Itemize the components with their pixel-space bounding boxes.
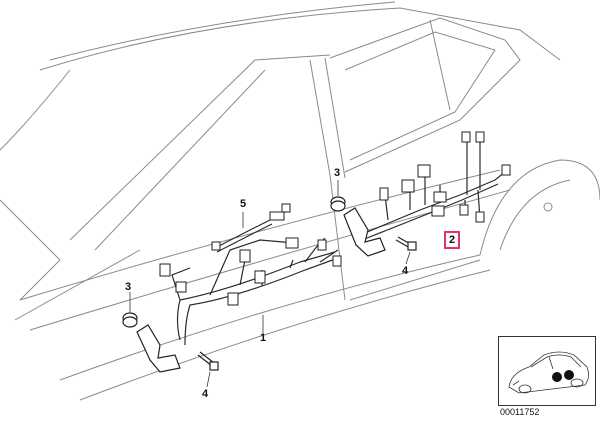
connectors — [159, 131, 511, 306]
callout-2-highlighted: 2 — [444, 231, 461, 249]
grommets — [122, 196, 346, 328]
screws — [197, 236, 417, 371]
callout-4-right: 4 — [402, 265, 409, 277]
callout-5: 5 — [240, 198, 247, 210]
callout-3-left: 3 — [125, 281, 132, 293]
callout-1: 1 — [260, 332, 267, 344]
car-thumbnail-icon — [508, 351, 589, 394]
vehicle-location-inset — [498, 336, 596, 406]
reference-number: 00011752 — [500, 407, 540, 417]
car-body-outline — [0, 1, 600, 401]
callout-4-left: 4 — [202, 388, 209, 400]
callout-3-right: 3 — [334, 167, 341, 179]
wiring-harness-1 — [171, 237, 339, 346]
leader-lines — [129, 180, 411, 388]
mounting-brackets — [136, 207, 386, 373]
